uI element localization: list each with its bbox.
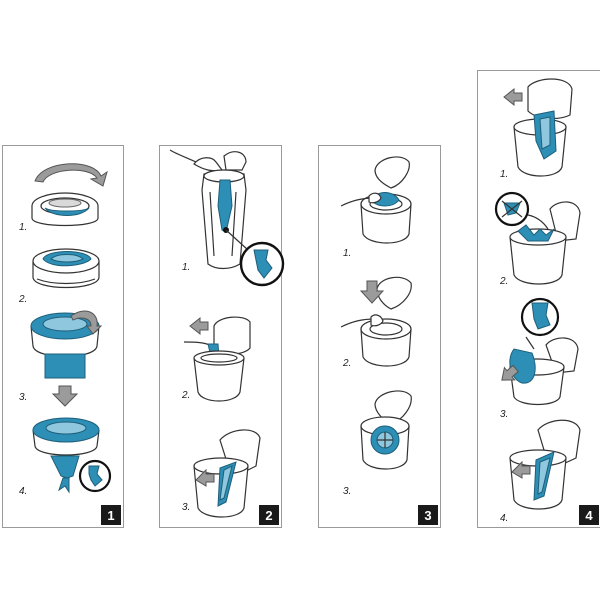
instruction-panel-3: 1. 2. 3. 3 (318, 145, 441, 528)
step-label: 1. (182, 262, 191, 273)
bin-new-bag-illustration (509, 419, 581, 510)
step-label: 3. (182, 502, 191, 513)
bin-bag-inside-illustration (193, 429, 261, 518)
step-label: 1. (19, 222, 28, 233)
instruction-panel-4: 1. 2. 3. 4. 4 (477, 70, 600, 528)
bin-cassette-closed-illustration (360, 390, 412, 470)
step-label: 4. (19, 486, 28, 497)
step-label: 4. (500, 513, 509, 524)
panel-number-badge: 3 (418, 505, 438, 525)
cut-bag-illustration (494, 191, 581, 285)
step-label: 2. (343, 358, 352, 369)
cassette-bag-knot-illustration (32, 417, 112, 494)
panel-number-badge: 4 (579, 505, 599, 525)
step-label: 1. (500, 169, 509, 180)
panel-number-badge: 2 (259, 505, 279, 525)
press-bag-down-illustration (340, 276, 412, 367)
instruction-panel-1: 1. 2. 3. 4. 1 (2, 145, 124, 528)
panel-number-badge: 1 (101, 505, 121, 525)
remove-bag-illustration (501, 297, 579, 406)
step-label: 2. (500, 276, 509, 287)
refill-cassette-rotate-illustration (31, 163, 108, 227)
step-label: 2. (19, 294, 28, 305)
hand-insert-bag-illustration (340, 156, 412, 244)
bin-open-bag-illustration (169, 149, 285, 287)
step-label: 3. (19, 392, 28, 403)
bin-pull-bag-illustration (183, 316, 251, 402)
step-label: 1. (343, 248, 352, 259)
step-label: 3. (343, 486, 352, 497)
insert-cassette-illustration (30, 310, 103, 407)
refill-cassette-illustration (32, 248, 100, 289)
instruction-panel-2: 1. 2. 3. 2 (159, 145, 285, 528)
step-label: 2. (182, 390, 191, 401)
step-label: 3. (500, 409, 509, 420)
bin-full-bag-illustration (503, 78, 573, 177)
